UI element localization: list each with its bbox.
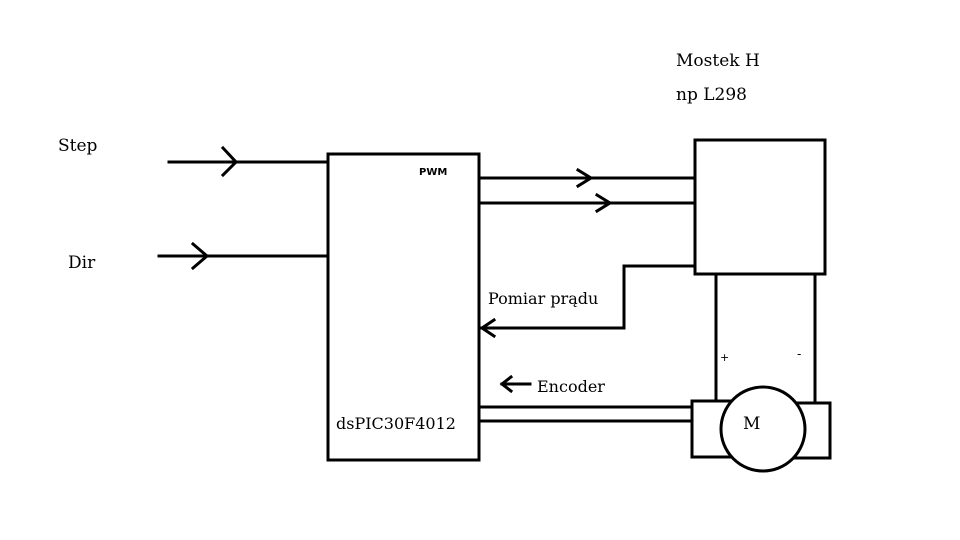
pwm-line-1 (477, 167, 697, 189)
encoder-label: Encoder (537, 377, 605, 396)
pwm-line-2 (477, 192, 697, 214)
bridge-subtitle: np L298 (676, 85, 747, 105)
minus-label: - (797, 347, 801, 361)
motor-label: M (743, 414, 760, 434)
motor (690, 385, 832, 473)
dir-input-line (157, 241, 332, 271)
step-input-line (167, 145, 330, 178)
encoder-arrow (499, 374, 532, 394)
mcu-block (326, 152, 481, 462)
step-label: Step (58, 136, 98, 156)
dir-label: Dir (68, 253, 96, 273)
bridge-title: Mostek H (676, 51, 760, 71)
current-measure-label: Pomiar prądu (488, 289, 598, 308)
pwm-label: PWM (419, 167, 447, 178)
current-feedback-line (479, 264, 697, 339)
h-bridge-block (693, 138, 827, 276)
plus-label: + (720, 351, 729, 364)
mcu-label: dsPIC30F4012 (336, 414, 456, 433)
